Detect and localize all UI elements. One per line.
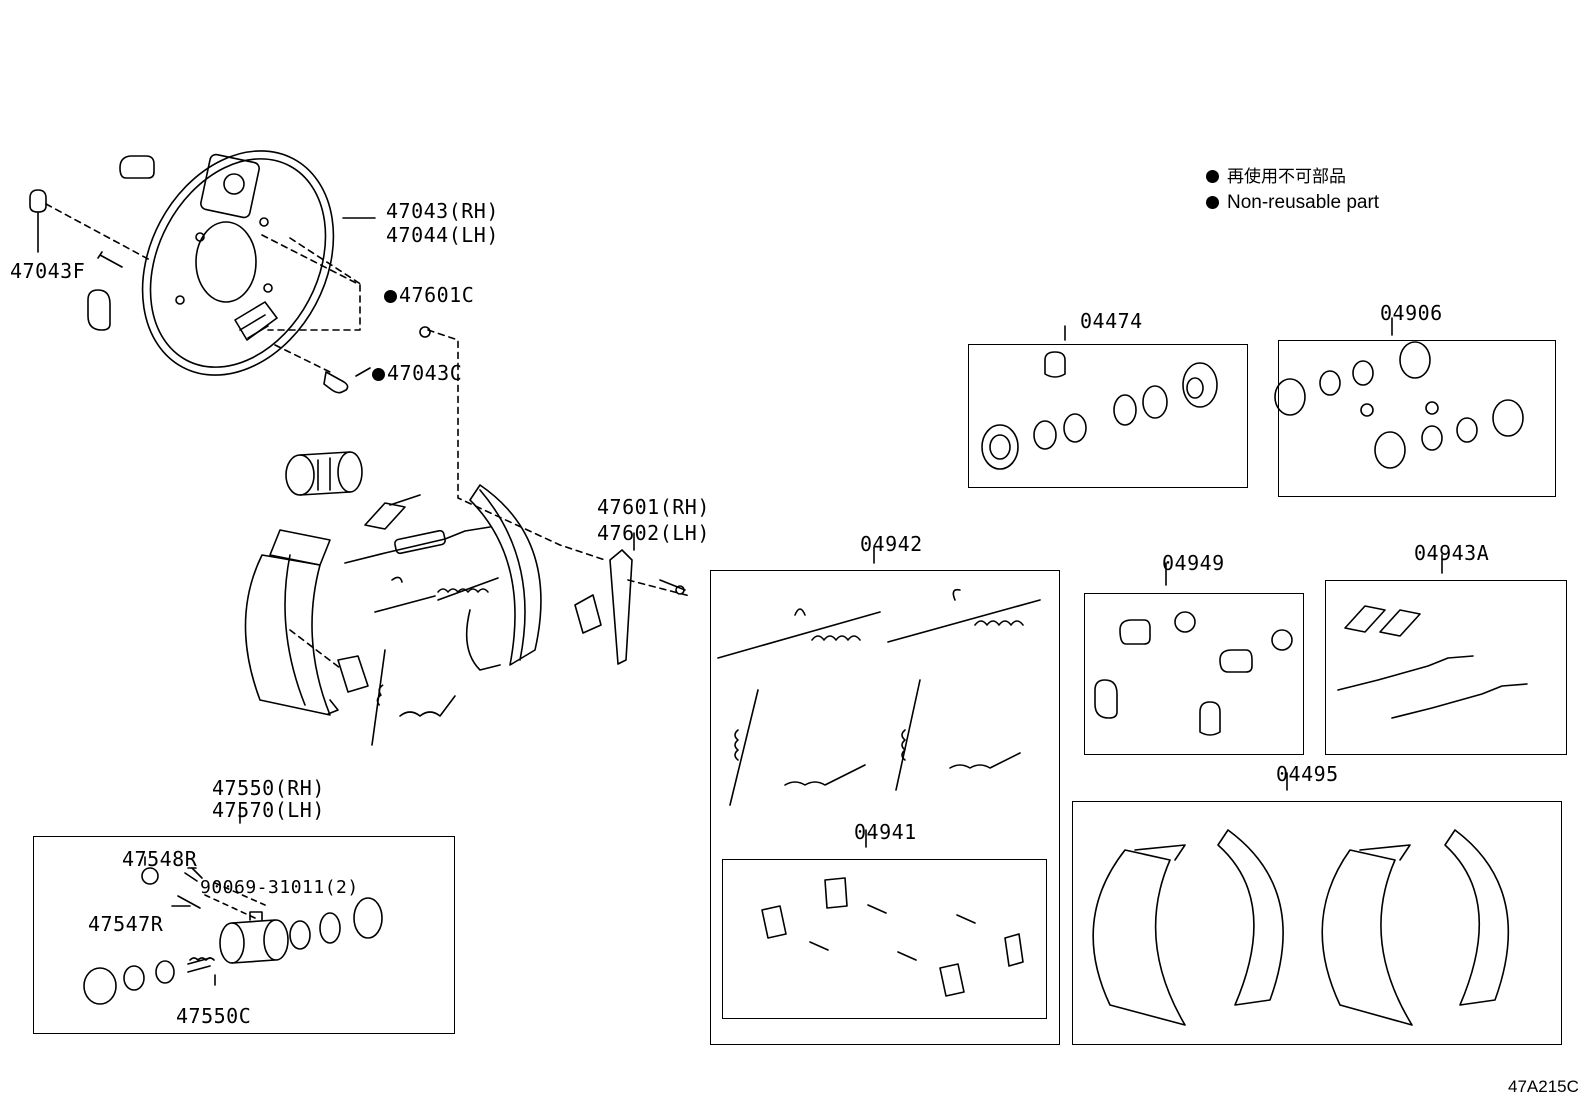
kit-04495-drawing bbox=[1092, 829, 1510, 1026]
kit-04941-box bbox=[722, 859, 1047, 1019]
non-reusable-dot-icon bbox=[1206, 196, 1219, 209]
label-47601C-text: 47601C bbox=[399, 283, 475, 307]
kit-04942-box bbox=[710, 570, 1060, 1045]
springs-drawing bbox=[337, 494, 499, 746]
label-47550C: 47550C bbox=[176, 1004, 252, 1028]
legend-en: Non-reusable part bbox=[1206, 192, 1379, 214]
kit-04474-box bbox=[968, 344, 1248, 488]
non-reusable-dot-icon bbox=[1206, 170, 1219, 183]
non-reusable-dot-icon bbox=[372, 368, 385, 381]
label-04949: 04949 bbox=[1162, 551, 1225, 575]
label-04943A: 04943A bbox=[1414, 541, 1490, 565]
kit-04943A-drawing bbox=[1337, 605, 1528, 719]
backing-plate-dashed-leaders bbox=[45, 203, 691, 669]
label-90069: 90069-31011(2) bbox=[200, 877, 359, 898]
label-04495: 04495 bbox=[1276, 762, 1339, 786]
kit-04906-drawing bbox=[1274, 341, 1524, 469]
non-reusable-dot-icon bbox=[384, 290, 397, 303]
leader-lines bbox=[144, 217, 1443, 986]
label-47043F: 47043F bbox=[10, 259, 86, 283]
legend-en-text: Non-reusable part bbox=[1227, 192, 1380, 213]
label-47547R: 47547R bbox=[88, 912, 164, 936]
label-47550: 47550(RH) bbox=[212, 776, 325, 800]
label-04906: 04906 bbox=[1380, 301, 1443, 325]
kit-04941-drawing bbox=[761, 877, 1024, 997]
label-47601: 47601(RH) bbox=[597, 495, 710, 519]
kit-04942-drawing bbox=[717, 588, 1041, 806]
legend-jp-text: 再使用不可部品 bbox=[1227, 167, 1346, 186]
legend-jp: 再使用不可部品 bbox=[1206, 166, 1346, 188]
wheel-cylinder-assy-box bbox=[33, 836, 455, 1034]
kit-04949-box bbox=[1084, 593, 1304, 755]
label-47043C-text: 47043C bbox=[387, 361, 463, 385]
label-04942: 04942 bbox=[860, 532, 923, 556]
kit-04495-box bbox=[1072, 801, 1562, 1045]
kit-04906-box bbox=[1278, 340, 1556, 497]
backing-plate-drawing bbox=[29, 150, 335, 376]
label-47043C: 47043C bbox=[372, 362, 462, 384]
left-brake-shoe-drawing bbox=[244, 529, 339, 716]
wheel-cylinder-kit-drawing bbox=[83, 867, 383, 1005]
label-47570: 47570(LH) bbox=[212, 798, 325, 822]
label-47043: 47043(RH) bbox=[386, 199, 499, 223]
label-47601C: 47601C bbox=[384, 284, 474, 306]
label-47602: 47602(LH) bbox=[597, 521, 710, 545]
kit-04943A-box bbox=[1325, 580, 1567, 755]
kit-04474-drawing bbox=[981, 351, 1218, 470]
label-47548R: 47548R bbox=[122, 847, 198, 871]
right-brake-shoe-drawing bbox=[465, 484, 602, 671]
label-47044: 47044(LH) bbox=[386, 223, 499, 247]
parking-brake-lever-drawing bbox=[609, 549, 686, 665]
label-04474: 04474 bbox=[1080, 309, 1143, 333]
diagram-id: 47A215C bbox=[1508, 1077, 1579, 1096]
wheel-cylinder-drawing bbox=[285, 451, 363, 496]
kit-04949-drawing bbox=[1094, 611, 1293, 736]
label-04941: 04941 bbox=[854, 820, 917, 844]
